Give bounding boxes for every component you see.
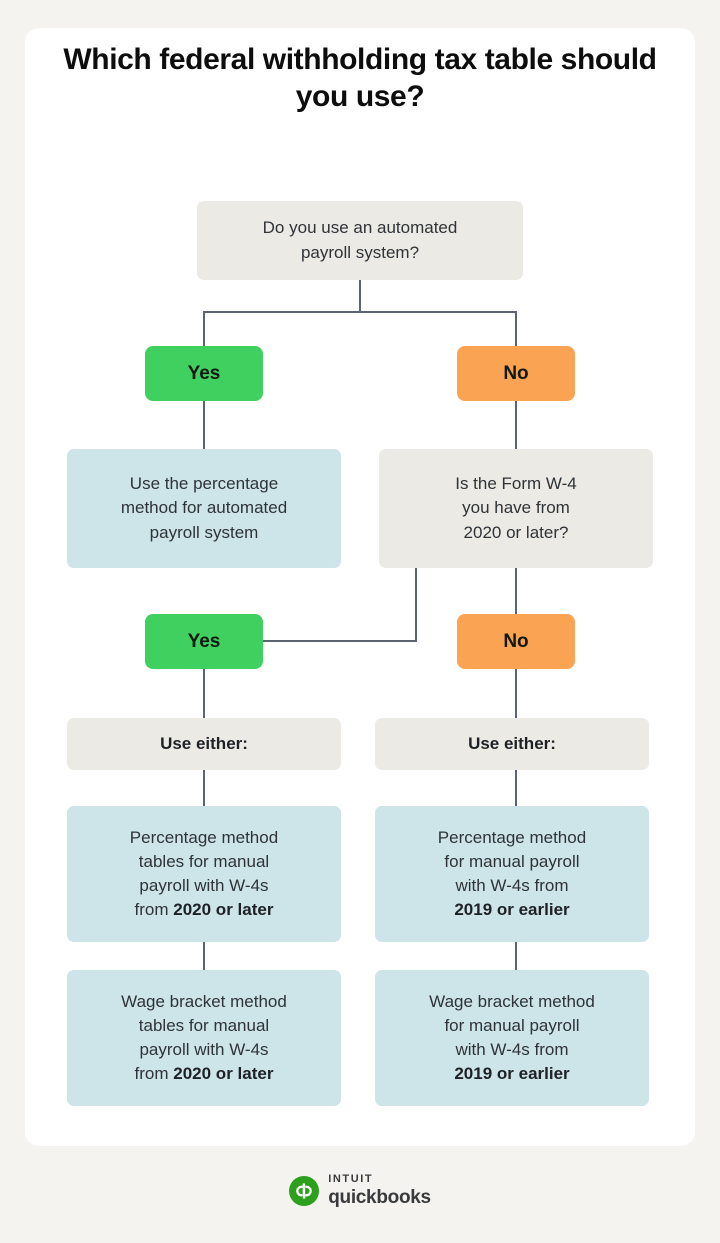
question-form-w4-year-line3: 2020 or later? [463,522,569,542]
question-form-w4-year-line2: you have from [462,498,570,518]
branch-no-automated[interactable]: No [457,346,575,401]
result-wage-bracket-2019-line4-bold: 2019 or earlier [454,1064,570,1084]
result-wage-bracket-2019: Wage bracket method for manual payroll w… [375,970,649,1106]
result-wage-bracket-tables-2020-line4-bold: 2020 or later [173,1064,274,1084]
label-use-either-left: Use either: [67,718,341,770]
branch-yes-automated[interactable]: Yes [145,346,263,401]
quickbooks-qb-icon [289,1175,320,1206]
result-wage-bracket-tables-2020-line1: Wage bracket method [121,991,287,1011]
result-wage-bracket-2019-line3: with W-4s from [455,1040,569,1059]
result-percentage-automated-line1: Use the percentage [129,474,279,494]
result-percentage-2019-line2: for manual payroll [444,851,580,871]
result-wage-bracket-2019-line1: Wage bracket method [429,991,595,1011]
question-form-w4-year: Is the Form W-4 you have from 2020 or la… [379,449,653,568]
result-wage-bracket-tables-2020: Wage bracket method tables for manual pa… [67,970,341,1106]
result-percentage-tables-2020-line3: payroll with W-4s [139,876,269,895]
result-percentage-2019: Percentage method for manual payroll wit… [375,806,649,942]
result-percentage-2019-line4-bold: 2019 or earlier [454,900,570,920]
result-percentage-automated: Use the percentage method for automated … [67,449,341,568]
page-title: Which federal withholding tax table shou… [63,43,657,113]
result-percentage-automated-line3: payroll system [149,522,259,542]
logo-quickbooks-text: quickbooks [328,1187,431,1208]
question-automated-payroll-line1: Do you use an automated [262,218,458,238]
result-percentage-tables-2020-line1: Percentage method [129,827,279,847]
branch-no-w4-2020[interactable]: No [457,614,575,669]
question-form-w4-year-line1: Is the Form W-4 [455,474,577,494]
result-percentage-tables-2020-line2: tables for manual [138,851,270,871]
result-percentage-automated-line2: method for automated [120,498,288,518]
result-wage-bracket-tables-2020-line3: payroll with W-4s [139,1040,269,1059]
label-use-either-right: Use either: [375,718,649,770]
result-percentage-tables-2020-line4-bold: 2020 or later [173,900,274,920]
edge-q2-to-yes2 [261,567,417,642]
logo-intuit-text: INTUIT [328,1173,374,1185]
result-percentage-tables-2020-line4-pre: from [134,900,174,920]
result-wage-bracket-2019-line2: for manual payroll [444,1015,580,1035]
result-percentage-2019-line1: Percentage method [437,827,587,847]
result-wage-bracket-tables-2020-line2: tables for manual [138,1015,270,1035]
question-automated-payroll: Do you use an automated payroll system? [197,201,523,280]
result-wage-bracket-tables-2020-line4-pre: from [134,1064,174,1084]
intuit-quickbooks-logo: INTUIT quickbooks [0,1174,720,1207]
result-percentage-2019-line3: with W-4s from [455,876,569,895]
branch-yes-w4-2020[interactable]: Yes [145,614,263,669]
logo-wordmark: INTUIT quickbooks [328,1173,431,1208]
question-automated-payroll-line2: payroll system? [300,242,420,262]
result-percentage-tables-2020: Percentage method tables for manual payr… [67,806,341,942]
